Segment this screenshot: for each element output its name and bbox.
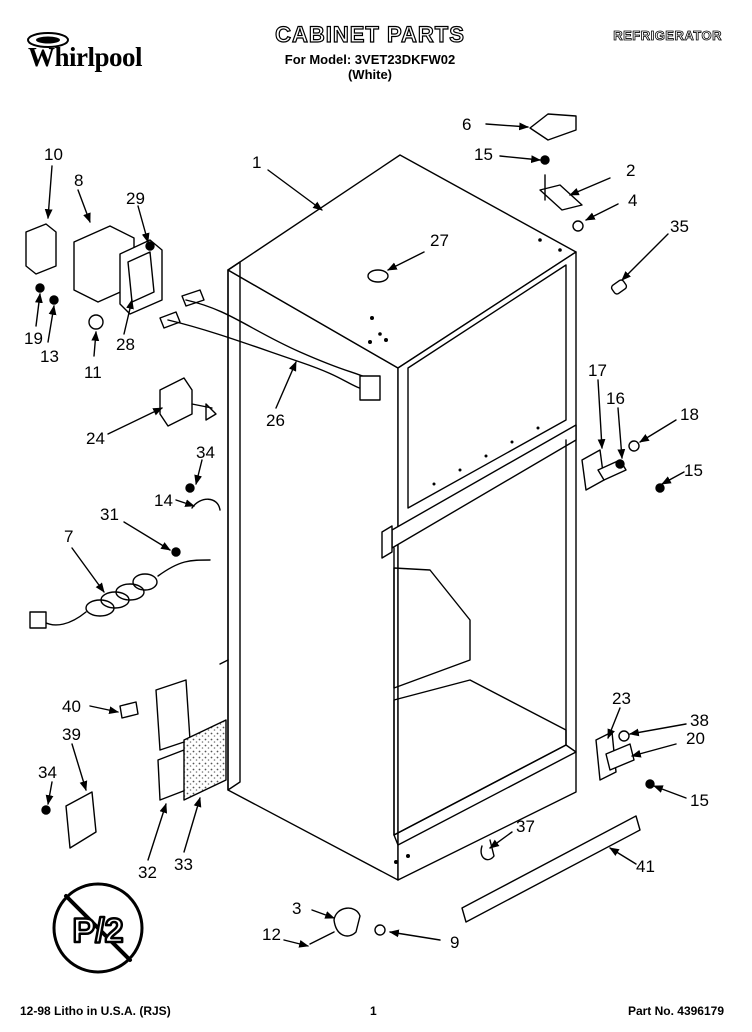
damper-control-assembly: [25, 223, 163, 330]
stamp-text: P/2: [72, 912, 123, 950]
litho-note: 12-98 Litho in U.S.A. (RJS): [20, 1004, 171, 1018]
callout-4: 4: [628, 191, 637, 210]
part-14-clamp: [185, 483, 221, 511]
callout-16: 16: [606, 389, 625, 408]
part-32-bracket: [155, 679, 191, 801]
page-title: CABINET PARTS: [274, 21, 465, 47]
callout-33: 33: [174, 855, 193, 874]
part-23-hinge: [595, 731, 635, 781]
callout-23: 23: [612, 689, 631, 708]
part-15-screw-low: [645, 779, 655, 789]
callout-9: 9: [450, 933, 459, 952]
callout-18: 18: [680, 405, 699, 424]
callout-10: 10: [44, 145, 63, 164]
part-37-clip: [480, 839, 495, 861]
part-12-screw: [309, 931, 335, 945]
model-line: For Model: 3VET23DKFW02: [284, 52, 456, 67]
callout-8: 8: [74, 171, 83, 190]
part-6-cover: [529, 113, 577, 141]
callout-labels: 1 2 3 4 6 7 8 9 10 11 12 13 14 15 15 15 …: [24, 115, 709, 952]
part-15-screw-mid: [655, 483, 665, 493]
callout-37: 37: [516, 817, 535, 836]
exploded-parts-diagram: P/2: [24, 113, 709, 974]
callout-32: 32: [138, 863, 157, 882]
part-9-nut: [374, 924, 386, 936]
callout-14: 14: [154, 491, 173, 510]
logo-swoosh-icon: [27, 32, 69, 48]
part-33-insulation: [183, 719, 227, 801]
callout-15-low: 15: [690, 791, 709, 810]
brand-name: Whirlpool: [28, 42, 143, 72]
callout-35: 35: [670, 217, 689, 236]
callout-17: 17: [588, 361, 607, 380]
callout-27: 27: [430, 231, 449, 250]
part-18-washer: [628, 440, 640, 452]
cabinet-shell: [219, 154, 577, 881]
callout-38: 38: [690, 711, 709, 730]
callout-1: 1: [252, 153, 261, 172]
part-24-socket: [159, 377, 217, 427]
part-27-plug: [367, 269, 389, 283]
part-7-power-cord: [29, 547, 211, 629]
callout-34-lower: 34: [38, 763, 57, 782]
callout-34-upper: 34: [196, 443, 215, 462]
callout-7: 7: [64, 527, 73, 546]
callout-24: 24: [86, 429, 105, 448]
callout-28: 28: [116, 335, 135, 354]
callout-31: 31: [100, 505, 119, 524]
part-16-pin: [615, 459, 625, 469]
part-2-bracket: [539, 155, 583, 211]
part-38-washer: [618, 730, 630, 742]
callout-41: 41: [636, 857, 655, 876]
part-26-wire-harness: [159, 289, 381, 401]
callout-2: 2: [626, 161, 635, 180]
callout-15-mid: 15: [684, 461, 703, 480]
part-4-nut: [572, 220, 584, 232]
leader-lines: [35, 122, 687, 948]
whirlpool-logo: Whirlpool: [22, 28, 154, 78]
callout-3: 3: [292, 899, 301, 918]
callout-12: 12: [262, 925, 281, 944]
product-type: REFRIGERATOR: [613, 28, 722, 44]
part-number: Part No. 4396179: [627, 1004, 724, 1018]
callout-11: 11: [84, 363, 102, 382]
callout-19: 19: [24, 329, 43, 348]
page-number: 1: [370, 1004, 377, 1018]
callout-13: 13: [40, 347, 59, 366]
callout-29: 29: [126, 189, 145, 208]
part-35-plug: [610, 279, 628, 295]
part-39-cover: [41, 791, 97, 849]
callout-6: 6: [462, 115, 471, 134]
part-3-roller: [333, 907, 361, 937]
callout-39: 39: [62, 725, 81, 744]
part-41-grille: [461, 815, 641, 923]
color-line: (White): [347, 67, 393, 82]
part-17-hinge: [581, 449, 627, 491]
callout-40: 40: [62, 697, 81, 716]
p2-stamp: P/2: [52, 882, 144, 974]
callout-20: 20: [686, 729, 705, 748]
callout-26: 26: [266, 411, 285, 430]
callout-15-top: 15: [474, 145, 493, 164]
part-40-clip: [119, 701, 139, 719]
